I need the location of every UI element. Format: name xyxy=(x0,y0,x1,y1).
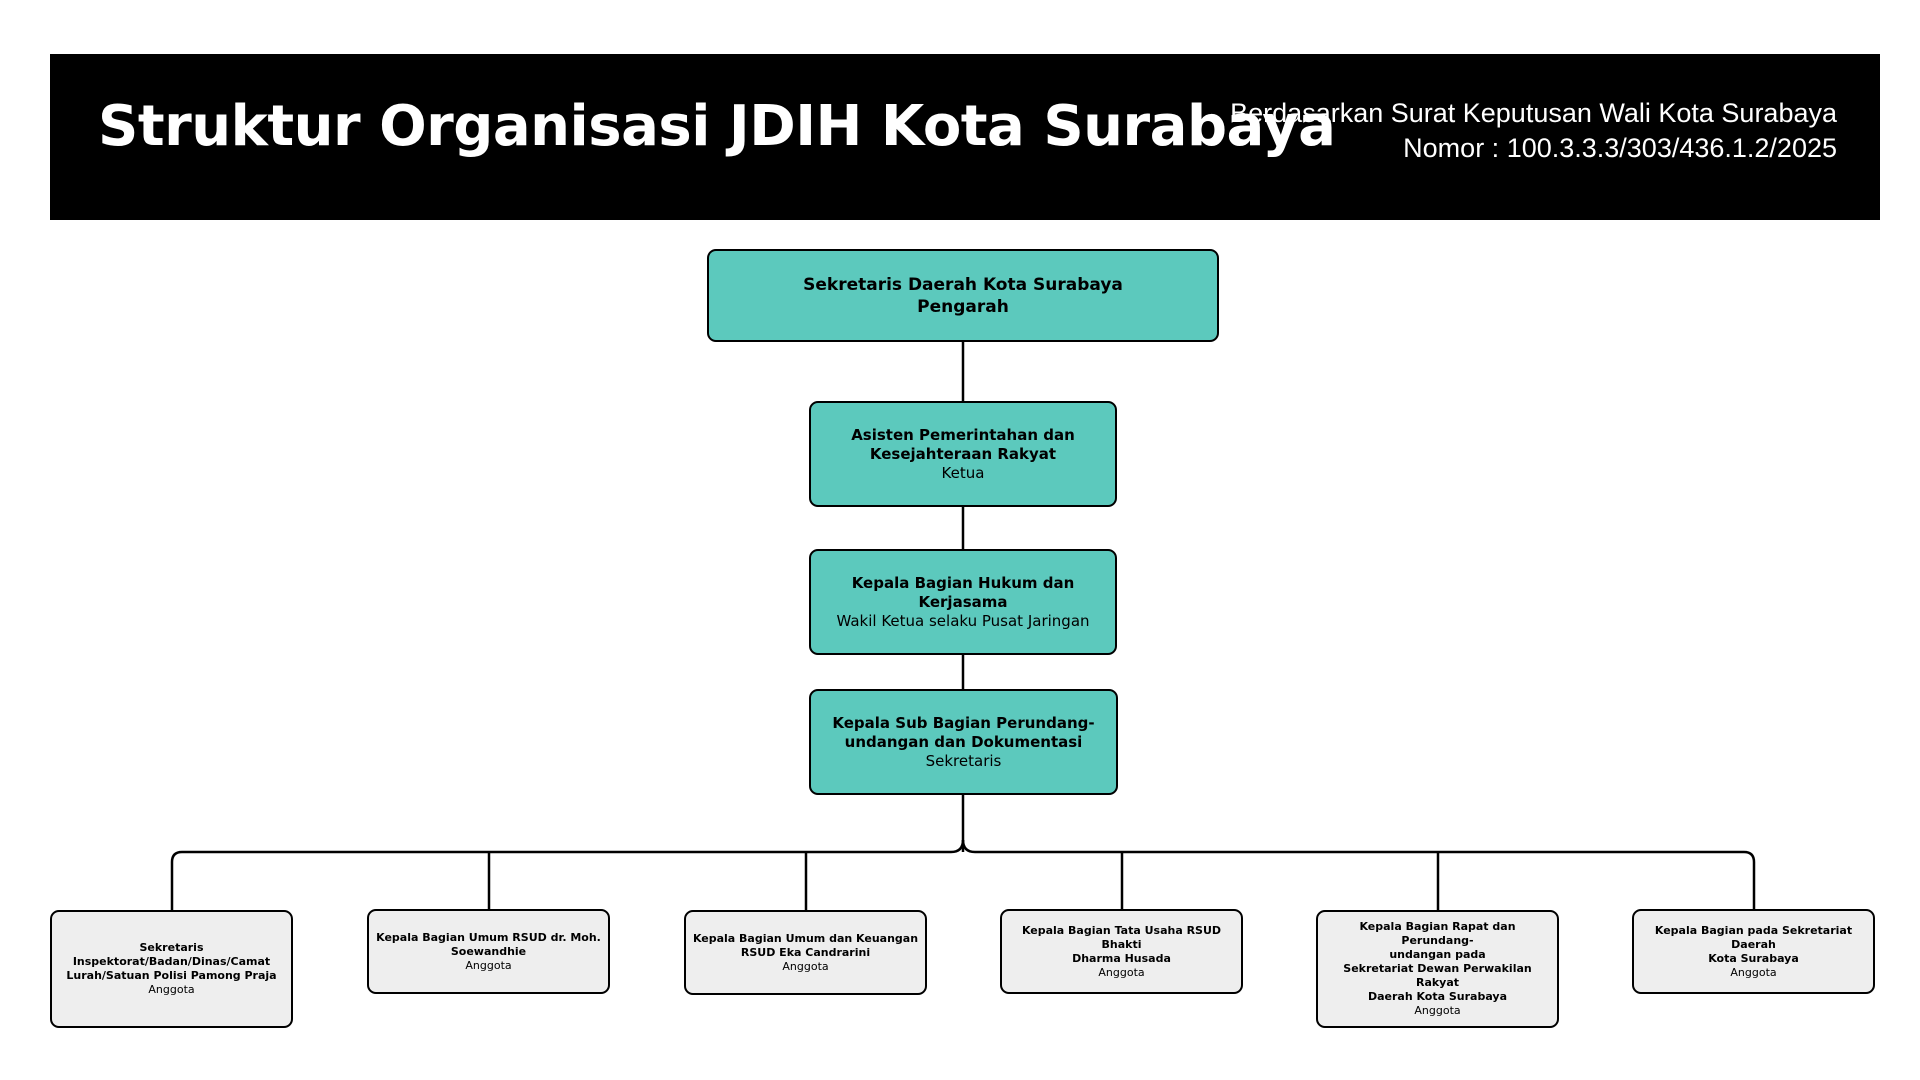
node-member-6-role: Anggota xyxy=(1730,965,1777,979)
node-ketua-role: Ketua xyxy=(941,463,985,482)
node-sekretaris-name: Kepala Sub Bagian Perundang- undangan da… xyxy=(832,713,1095,751)
node-ketua-name: Asisten Pemerintahan dan Kesejahteraan R… xyxy=(851,425,1075,463)
node-sekretaris: Kepala Sub Bagian Perundang- undangan da… xyxy=(809,689,1118,795)
decree-line-1: Berdasarkan Surat Keputusan Wali Kota Su… xyxy=(1230,98,1837,128)
node-member-1-name: Sekretaris Inspektorat/Badan/Dinas/Camat… xyxy=(66,941,277,982)
node-member-5: Kepala Bagian Rapat dan Perundang- undan… xyxy=(1316,910,1559,1028)
node-wakil-ketua-role: Wakil Ketua selaku Pusat Jaringan xyxy=(836,611,1090,630)
node-member-5-name: Kepala Bagian Rapat dan Perundang- undan… xyxy=(1343,920,1532,1003)
node-ketua: Asisten Pemerintahan dan Kesejahteraan R… xyxy=(809,401,1117,507)
node-wakil-ketua: Kepala Bagian Hukum dan Kerjasama Wakil … xyxy=(809,549,1117,655)
node-wakil-ketua-name: Kepala Bagian Hukum dan Kerjasama xyxy=(851,573,1075,611)
node-member-4: Kepala Bagian Tata Usaha RSUD Bhakti Dha… xyxy=(1000,909,1243,994)
connector-branch-left xyxy=(170,839,965,910)
node-pengarah: Sekretaris Daerah Kota Surabaya Pengarah xyxy=(707,249,1219,342)
node-member-4-role: Anggota xyxy=(1098,965,1145,979)
node-member-2: Kepala Bagian Umum RSUD dr. Moh. Soewand… xyxy=(367,909,610,994)
node-member-6-name: Kepala Bagian pada Sekretariat Daerah Ko… xyxy=(1654,923,1853,965)
node-sekretaris-role: Sekretaris xyxy=(925,751,1002,770)
node-member-1: Sekretaris Inspektorat/Badan/Dinas/Camat… xyxy=(50,910,293,1028)
node-pengarah-label: Sekretaris Daerah Kota Surabaya Pengarah xyxy=(803,274,1123,317)
connector-branch-right xyxy=(961,839,1756,910)
node-member-5-role: Anggota xyxy=(1414,1004,1461,1017)
node-member-1-role: Anggota xyxy=(148,983,195,996)
node-member-3-name: Kepala Bagian Umum dan Keuangan RSUD Eka… xyxy=(692,931,919,959)
node-member-3: Kepala Bagian Umum dan Keuangan RSUD Eka… xyxy=(684,910,927,995)
node-member-3-role: Anggota xyxy=(782,959,829,973)
decree-number: Nomor : 100.3.3.3/303/436.1.2/2025 xyxy=(1403,133,1837,163)
decree-reference: Berdasarkan Surat Keputusan Wali Kota Su… xyxy=(1230,96,1837,166)
node-member-4-name: Kepala Bagian Tata Usaha RSUD Bhakti Dha… xyxy=(1021,923,1222,965)
node-member-2-role: Anggota xyxy=(465,958,512,972)
node-member-6: Kepala Bagian pada Sekretariat Daerah Ko… xyxy=(1632,909,1875,994)
node-member-2-name: Kepala Bagian Umum RSUD dr. Moh. Soewand… xyxy=(376,930,601,958)
header-banner: Struktur Organisasi JDIH Kota Surabaya B… xyxy=(50,54,1880,220)
page-title: Struktur Organisasi JDIH Kota Surabaya xyxy=(98,94,1336,159)
